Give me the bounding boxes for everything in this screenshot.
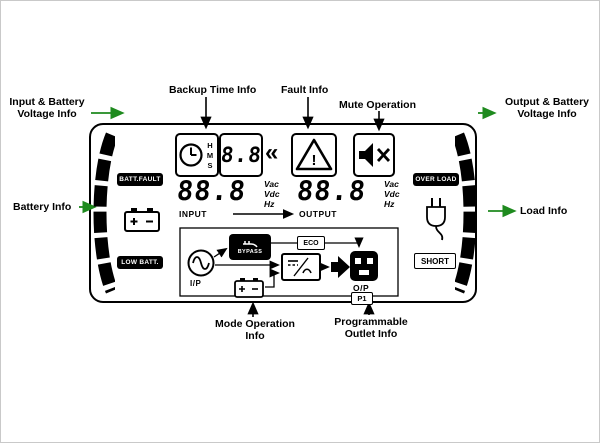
battery-icon (124, 208, 160, 232)
unit-hz: Hz (264, 199, 275, 209)
outlet-slot (367, 258, 373, 264)
unit-vac: Vac (384, 179, 399, 189)
svg-text:!: ! (312, 152, 317, 169)
line-source-to-bypass (213, 247, 228, 258)
output-digits: 88.8 (295, 176, 368, 207)
output-label: OUTPUT (299, 209, 337, 219)
backup-time-display: H M S (175, 133, 219, 177)
label-line: Voltage Info (517, 108, 577, 120)
fault-display: ! (291, 133, 337, 177)
backup-time-label: Backup Time Info (169, 84, 257, 96)
label-line: Programmable (334, 316, 408, 328)
unit-vdc: Vdc (264, 189, 280, 199)
unit-hz: Hz (384, 199, 395, 209)
big-flow-arrow (331, 256, 350, 278)
mode-operation-label: Mode Operation Info (207, 318, 303, 342)
eco-badge: ECO (297, 236, 325, 250)
label-line: Outlet Info (344, 328, 398, 340)
batt-fault-badge: BATT.FAULT (117, 173, 163, 186)
mute-operation-label: Mute Operation (339, 99, 417, 111)
fault-info-label: Fault Info (281, 84, 329, 96)
bypass-label: BYPASS (237, 249, 263, 255)
input-units: Vac Vdc Hz (264, 179, 280, 209)
load-level-gauge-icon (455, 132, 477, 294)
outlet-slot (355, 258, 361, 264)
short-badge: SHORT (414, 253, 456, 269)
op-label: O/P (353, 283, 370, 293)
output-voltage-label: Output & Battery Voltage Info (496, 96, 598, 120)
low-batt-badge: LOW BATT. (117, 256, 163, 269)
warning-triangle-icon: ! (295, 138, 333, 171)
input-voltage-label: Input & Battery Voltage Info (3, 96, 91, 120)
inverter-box (281, 253, 321, 281)
battery-level-gauge-icon (93, 132, 115, 294)
label-line: Voltage Info (17, 108, 77, 120)
input-digits: 88.8 (175, 176, 248, 207)
label-line: Output & Battery (505, 96, 589, 108)
unit-vac: Vac (264, 179, 279, 189)
input-label: INPUT (179, 209, 207, 219)
flow-frame (179, 227, 399, 297)
p1-badge: P1 (351, 292, 373, 305)
programmable-outlet-label: Programmable Outlet Info (323, 316, 419, 340)
unit-vdc: Vdc (384, 189, 400, 199)
output-units: Vac Vdc Hz (384, 179, 400, 209)
load-info-label: Load Info (520, 205, 568, 217)
chevrons-left-icon: « (265, 139, 279, 166)
bypass-indicator: BYPASS (229, 234, 271, 260)
clock-minute-letter: M (207, 151, 213, 160)
ip-label: I/P (190, 279, 202, 288)
backup-digits-display: 8.8 (219, 133, 263, 177)
clock-second-letter: S (207, 161, 212, 170)
backup-digits: 8.8 (219, 143, 263, 167)
line-battery-to-inverter (265, 268, 280, 288)
clock-hour-letter: H (207, 141, 212, 150)
label-line: Info (245, 330, 265, 342)
clock-icon: H M S (179, 141, 213, 170)
plug-icon (426, 198, 446, 241)
label-line: Mode Operation (215, 318, 295, 330)
mute-display (353, 133, 395, 177)
inverter-icon (288, 257, 312, 277)
ac-source-icon (187, 249, 215, 277)
outlet-icon (350, 251, 378, 281)
outlet-slot (359, 270, 369, 275)
battery-info-label: Battery Info (13, 201, 72, 213)
over-load-badge: OVER LOAD (413, 173, 459, 186)
bypass-plug-icon (243, 241, 258, 248)
mute-speaker-icon (359, 143, 391, 167)
flow-battery-icon (234, 278, 264, 298)
label-line: Input & Battery (9, 96, 85, 108)
